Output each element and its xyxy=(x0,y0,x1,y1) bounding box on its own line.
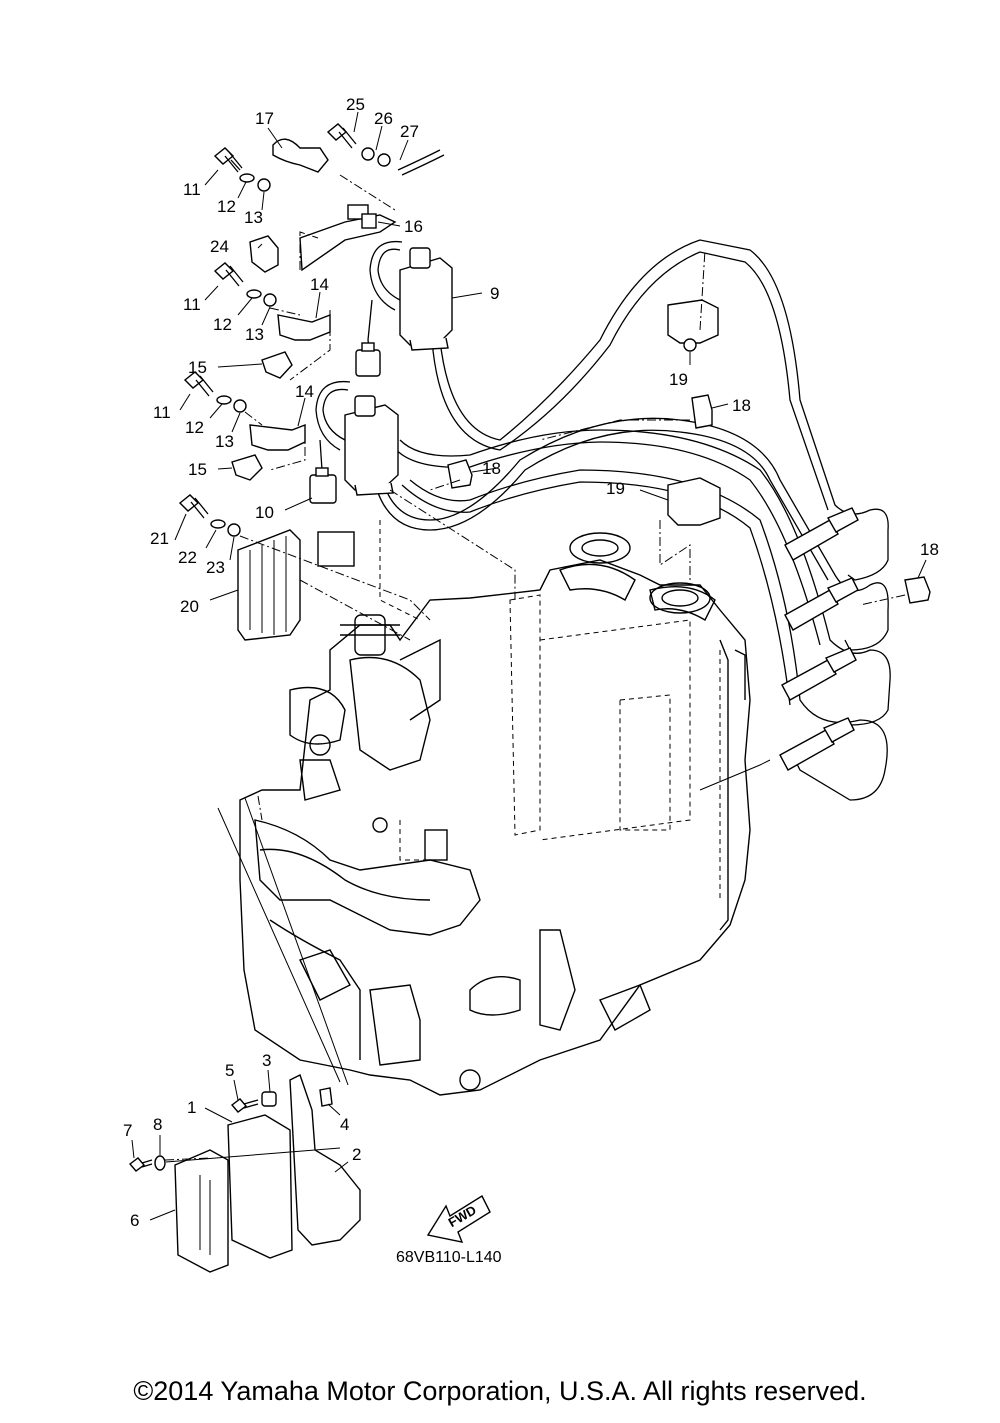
leader-lines xyxy=(131,111,927,1221)
callout-19-mid: 19 xyxy=(606,479,625,498)
fwd-arrow: FWD xyxy=(426,1194,491,1243)
callout-16: 16 xyxy=(404,217,423,236)
engine-block xyxy=(239,520,751,1096)
callout-23: 23 xyxy=(206,558,225,577)
callout-3: 3 xyxy=(262,1051,271,1070)
ecm-assembly xyxy=(128,797,361,1273)
callout-13-top: 13 xyxy=(244,208,263,227)
callout-25: 25 xyxy=(346,95,365,114)
callout-15-lower: 15 xyxy=(188,460,207,479)
callout-1: 1 xyxy=(187,1098,196,1117)
callout-8: 8 xyxy=(153,1115,162,1134)
callout-7: 7 xyxy=(123,1121,132,1140)
callout-9: 9 xyxy=(490,284,499,303)
callout-20: 20 xyxy=(180,597,199,616)
callout-24: 24 xyxy=(210,237,229,256)
callout-12-low: 12 xyxy=(185,418,204,437)
callout-6: 6 xyxy=(130,1211,139,1230)
callout-27: 27 xyxy=(400,122,419,141)
copyright-notice: ©2014 Yamaha Motor Corporation, U.S.A. A… xyxy=(133,1376,867,1406)
callout-4: 4 xyxy=(340,1115,349,1134)
callout-11-top: 11 xyxy=(183,180,201,199)
upper-fasteners xyxy=(178,123,931,641)
callout-19-top: 19 xyxy=(669,370,688,389)
callout-22: 22 xyxy=(178,548,197,567)
callout-18-mid: 18 xyxy=(482,459,501,478)
callout-labels: 1 2 3 4 5 6 7 8 9 10 11 11 11 12 12 12 1… xyxy=(123,95,939,1266)
callout-12-mid: 12 xyxy=(213,315,232,334)
callout-10: 10 xyxy=(255,503,274,522)
callout-13-low: 13 xyxy=(215,432,234,451)
diagram-code: 68VB110-L140 xyxy=(396,1249,502,1266)
callout-15-upper: 15 xyxy=(188,358,207,377)
callout-14-upper: 14 xyxy=(310,275,329,294)
callout-11-mid: 11 xyxy=(183,295,201,314)
callout-5: 5 xyxy=(225,1061,234,1080)
callout-14-lower: 14 xyxy=(295,382,314,401)
callout-13-mid: 13 xyxy=(245,325,264,344)
ignition-coil-9 xyxy=(355,240,453,377)
ignition-coil-10 xyxy=(309,380,399,504)
callout-18-top: 18 xyxy=(732,396,751,415)
callout-17: 17 xyxy=(255,109,274,128)
callout-18-right: 18 xyxy=(920,540,939,559)
callout-12-top: 12 xyxy=(217,197,236,216)
callout-26: 26 xyxy=(374,109,393,128)
callout-11-low: 11 xyxy=(153,403,171,422)
callout-2: 2 xyxy=(352,1145,361,1164)
callout-21: 21 xyxy=(150,529,169,548)
